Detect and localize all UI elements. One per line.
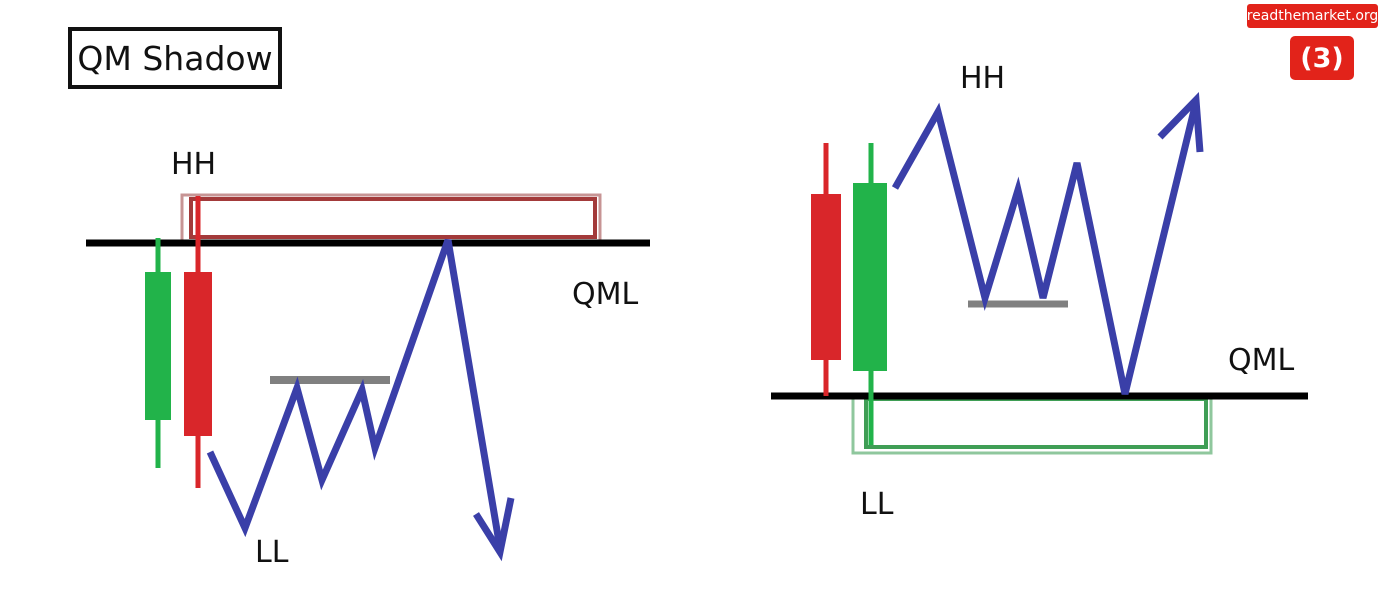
right-panel: HH LL QML <box>771 61 1308 522</box>
left-qml-label: QML <box>572 277 638 312</box>
site-watermark: readthemarket.org <box>1247 4 1378 28</box>
right-red-candle-body <box>811 194 841 360</box>
left-zone-inner <box>189 197 597 239</box>
right-zone-inner <box>864 397 1208 449</box>
right-green-candle-body <box>853 183 887 371</box>
right-zone-outer <box>851 394 1213 455</box>
right-qml-label: QML <box>1228 343 1294 378</box>
right-price-path <box>891 101 1200 395</box>
left-panel: HH LL QML <box>86 147 650 570</box>
figure-number-badge: (3) <box>1290 36 1354 80</box>
figure-number-text: (3) <box>1300 42 1344 74</box>
right-hh-label: HH <box>960 61 1005 96</box>
diagram-title: QM Shadow <box>77 38 273 78</box>
title-box: QM Shadow <box>68 27 282 89</box>
left-hh-label: HH <box>171 147 216 182</box>
left-price-path <box>206 238 504 549</box>
left-red-candle-body <box>184 272 212 436</box>
left-ll-label: LL <box>255 535 289 570</box>
left-arrowhead-icon <box>473 497 515 562</box>
right-arrowhead-icon <box>1157 92 1204 153</box>
right-ll-label: LL <box>860 487 894 522</box>
site-watermark-text: readthemarket.org <box>1246 8 1379 24</box>
left-zone-outer <box>180 193 602 243</box>
left-green-candle-body <box>145 272 171 420</box>
